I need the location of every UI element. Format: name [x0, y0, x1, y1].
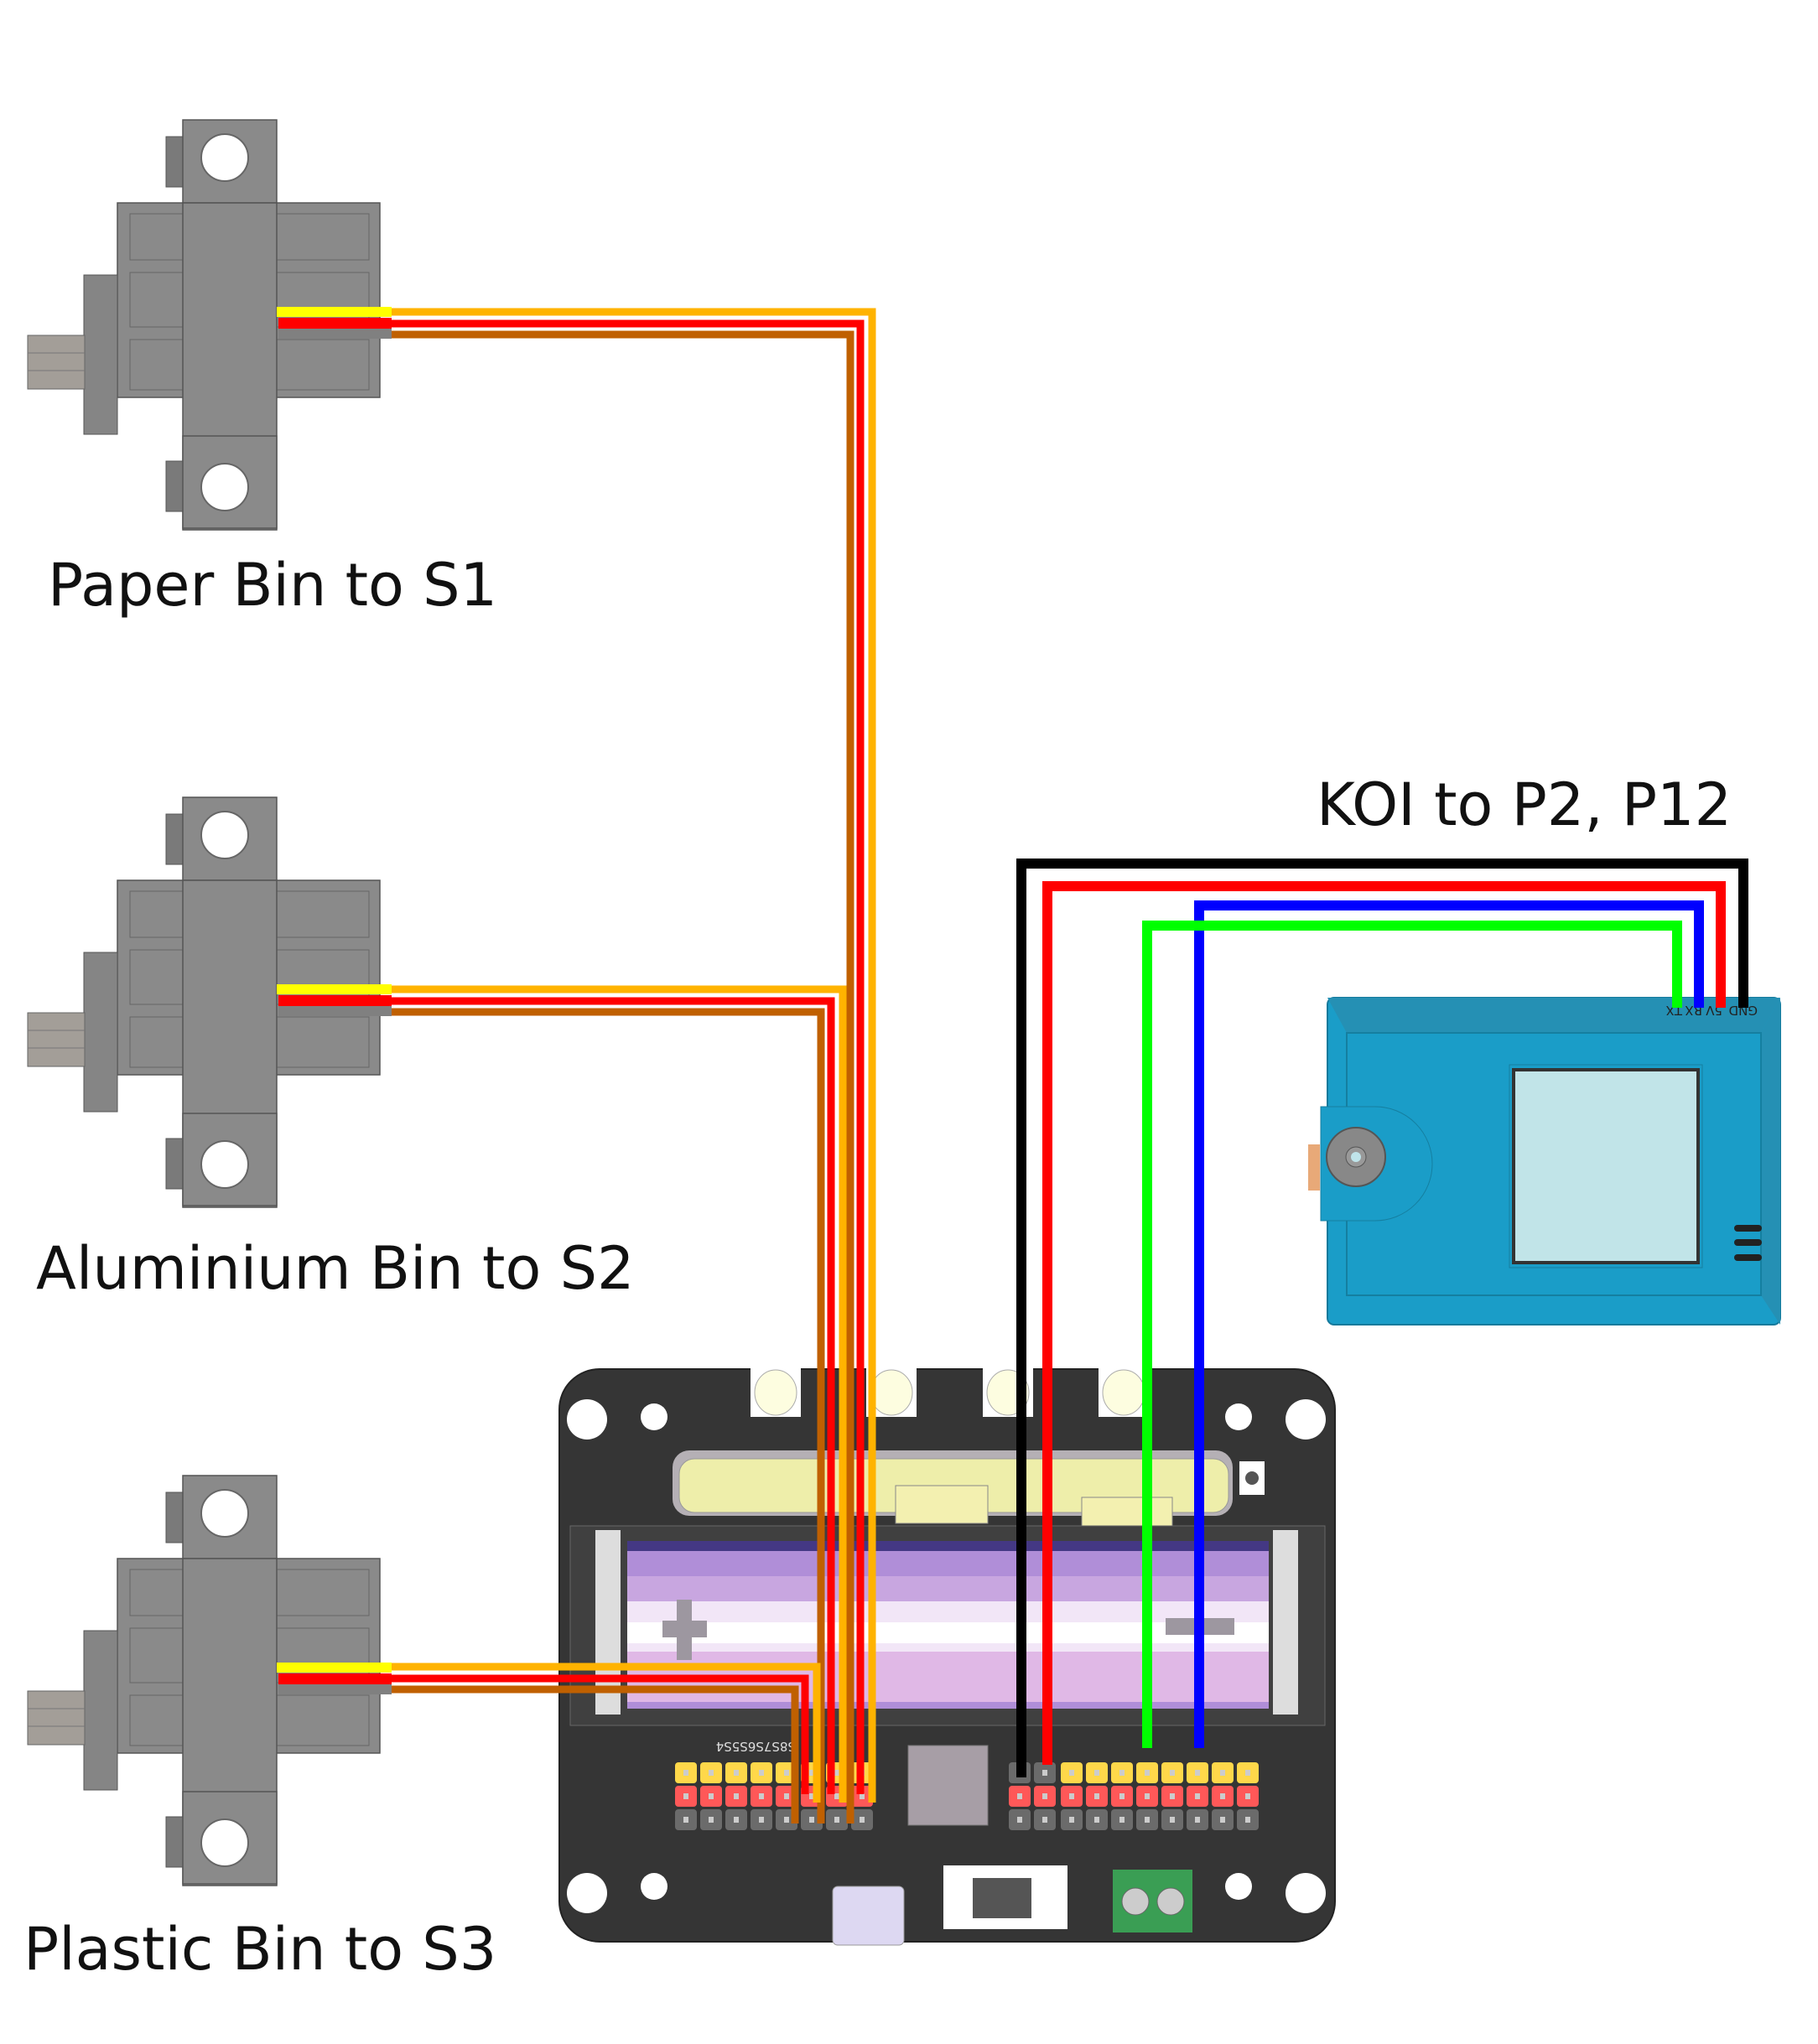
header-pin-contact — [809, 1817, 814, 1823]
gpio-pin-contact — [1119, 1817, 1125, 1823]
servo-paper — [27, 119, 392, 531]
power-pin-contact — [1017, 1817, 1022, 1823]
gpio-pin-contact — [1170, 1817, 1175, 1823]
gpio-pin-contact — [1170, 1793, 1175, 1799]
gpio-pin-header — [1009, 1762, 1259, 1830]
wire-koi-rx — [1194, 900, 1704, 1748]
gpio-pin-contact — [1094, 1770, 1099, 1776]
label-paper-bin: Paper Bin to S1 — [48, 551, 498, 620]
gpio-pin-contact — [1195, 1770, 1200, 1776]
header-pin-contact — [734, 1817, 739, 1823]
header-pin-contact — [860, 1817, 865, 1823]
servo-plastic — [27, 1475, 392, 1886]
header-pin-contact — [734, 1793, 739, 1799]
gpio-pin-contact — [1069, 1770, 1074, 1776]
header-pin-contact — [834, 1793, 839, 1799]
header-pin-contact — [734, 1770, 739, 1776]
wire-aluminium-ground — [392, 1008, 825, 1824]
header-pin-contact — [809, 1770, 814, 1776]
header-pin-contact — [834, 1770, 839, 1776]
gpio-pin-contact — [1069, 1817, 1074, 1823]
header-pin-contact — [683, 1817, 688, 1823]
header-pin-contact — [809, 1793, 814, 1799]
header-pin-contact — [683, 1793, 688, 1799]
label-plastic-bin: Plastic Bin to S3 — [23, 1915, 497, 1984]
label-koi: KOI to P2, P12 — [1317, 770, 1732, 839]
label-s8-s4: S8S7S6S5S4 — [716, 1739, 796, 1754]
gpio-pin-contact — [1145, 1817, 1150, 1823]
header-pin-contact — [683, 1770, 688, 1776]
gpio-pin-contact — [1195, 1817, 1200, 1823]
koi-pin-labels: GND 5V RX TX — [1666, 1003, 1758, 1018]
gpio-pin-contact — [1094, 1817, 1099, 1823]
label-aluminium-bin: Aluminium Bin to S2 — [36, 1234, 635, 1303]
power-pin-contact — [1042, 1770, 1047, 1776]
header-pin-contact — [784, 1793, 789, 1799]
gpio-pin-contact — [1220, 1793, 1225, 1799]
wire-koi-5v — [1042, 881, 1726, 1765]
gpio-pin-contact — [1245, 1770, 1250, 1776]
koi-module: GND 5V RX TX — [1308, 997, 1781, 1325]
wire-koi-tx — [1142, 921, 1682, 1748]
header-pin-contact — [759, 1770, 764, 1776]
power-pin-contact — [1042, 1793, 1047, 1799]
wire-koi-gnd — [1016, 859, 1748, 1777]
gpio-pin-contact — [1119, 1770, 1125, 1776]
servo-aluminium — [27, 796, 392, 1208]
gpio-pin-contact — [1220, 1817, 1225, 1823]
koi-wires — [1016, 859, 1748, 1777]
gpio-pin-contact — [1094, 1793, 1099, 1799]
header-pin-contact — [834, 1817, 839, 1823]
wire-paper-signal — [392, 308, 876, 1803]
header-pin-contact — [709, 1793, 714, 1799]
header-pin-contact — [759, 1793, 764, 1799]
gpio-pin-contact — [1145, 1770, 1150, 1776]
header-pin-contact — [860, 1793, 865, 1799]
header-pin-contact — [709, 1770, 714, 1776]
power-pin-contact — [1042, 1817, 1047, 1823]
wire-plastic-power — [392, 1674, 809, 1794]
gpio-pin-contact — [1245, 1817, 1250, 1823]
wire-plastic-signal — [392, 1663, 821, 1803]
wire-plastic-ground — [392, 1685, 799, 1824]
header-pin-contact — [784, 1770, 789, 1776]
wire-paper-power — [392, 319, 865, 1794]
gpio-pin-contact — [1220, 1770, 1225, 1776]
gpio-pin-contact — [1145, 1793, 1150, 1799]
wire-paper-ground — [392, 330, 854, 1824]
gpio-pin-contact — [1069, 1793, 1074, 1799]
expansion-board: S8S7S6S5S4 — [558, 1368, 1336, 1946]
gpio-pin-contact — [1195, 1793, 1200, 1799]
header-pin-contact — [759, 1817, 764, 1823]
header-pin-contact — [784, 1817, 789, 1823]
gpio-pin-contact — [1245, 1793, 1250, 1799]
koi-pin-gnd: GND — [1729, 1003, 1758, 1018]
wire-aluminium-signal — [392, 985, 847, 1803]
gpio-pin-contact — [1170, 1770, 1175, 1776]
wire-aluminium-power — [392, 997, 835, 1794]
servo-wires — [392, 308, 876, 1824]
gpio-pin-contact — [1119, 1793, 1125, 1799]
power-pin-contact — [1017, 1793, 1022, 1799]
header-pin-contact — [709, 1817, 714, 1823]
